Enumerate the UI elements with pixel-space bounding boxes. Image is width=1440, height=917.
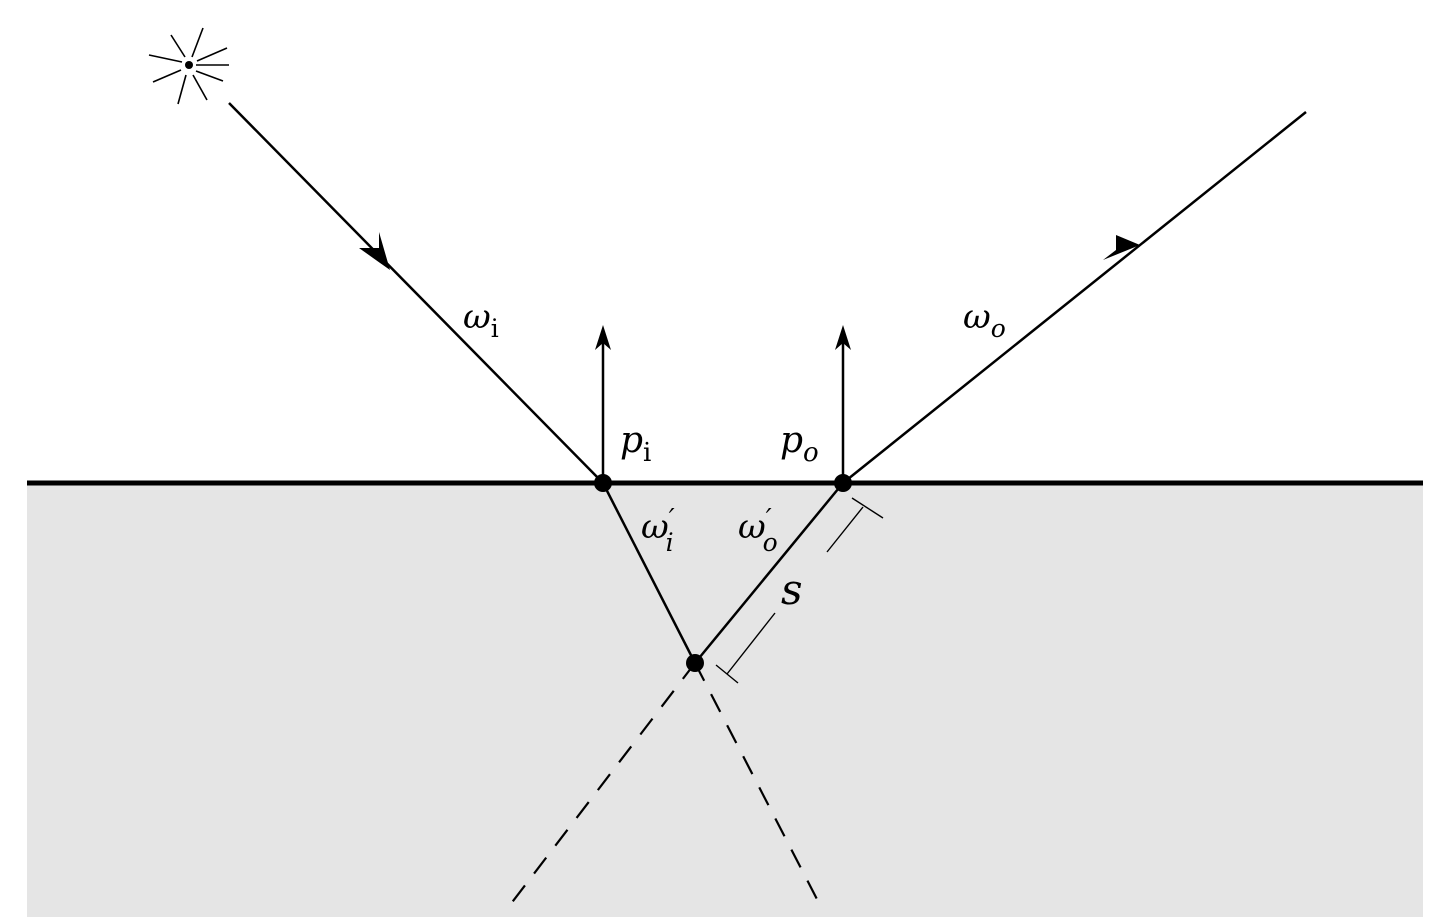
label-omega-i: ωi [463, 297, 499, 343]
label-omega-i-prime: ω′i [641, 504, 675, 557]
exiting-ray [842, 111, 1307, 484]
label-omega-o: ωo [963, 297, 1006, 343]
point-po [834, 474, 852, 492]
label-omega-o-prime: ω′o [738, 504, 778, 557]
label-p-i: pi [620, 420, 651, 468]
internal-ray-out [694, 482, 844, 664]
distance-marker [715, 497, 884, 684]
point-pi [594, 474, 612, 492]
dashed-continuation-right [694, 662, 821, 906]
dashed-continuation-left [509, 662, 696, 906]
light-source-icon [148, 27, 229, 105]
exiting-arrowhead [1103, 235, 1140, 260]
internal-ray-in [601, 482, 697, 664]
label-distance-s: s [781, 565, 803, 614]
incident-ray [228, 102, 604, 484]
normal-arrowhead-po [835, 325, 851, 350]
medium-region [27, 483, 1423, 917]
incident-arrowhead [359, 232, 390, 270]
normal-arrowhead-pi [595, 325, 611, 350]
scatter-point [686, 654, 704, 672]
label-p-o: po [780, 420, 819, 468]
